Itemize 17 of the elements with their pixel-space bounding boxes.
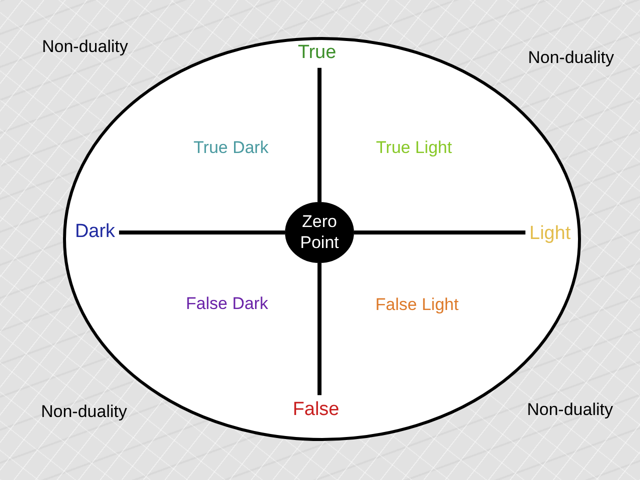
axis-line [318, 68, 322, 202]
axis-line [119, 230, 285, 234]
corner-label: Non-duality [41, 402, 127, 422]
axis-label: Dark [74, 221, 116, 243]
zero-point-oval: Zero Point [285, 202, 354, 263]
quadrant-label: True Dark [194, 138, 268, 158]
corner-label: Non-duality [42, 37, 128, 57]
quadrant-label: True Light [376, 138, 452, 158]
axis-label: True [298, 42, 336, 64]
quadrant-label: False Dark [186, 294, 268, 314]
corner-label: Non-duality [528, 48, 614, 68]
axis-label: Light [529, 223, 571, 245]
corner-label: Non-duality [527, 400, 613, 420]
quadrant-label: False Light [375, 295, 459, 315]
axis-line [354, 230, 526, 234]
axis-line [318, 263, 322, 396]
axis-label: False [292, 399, 340, 421]
